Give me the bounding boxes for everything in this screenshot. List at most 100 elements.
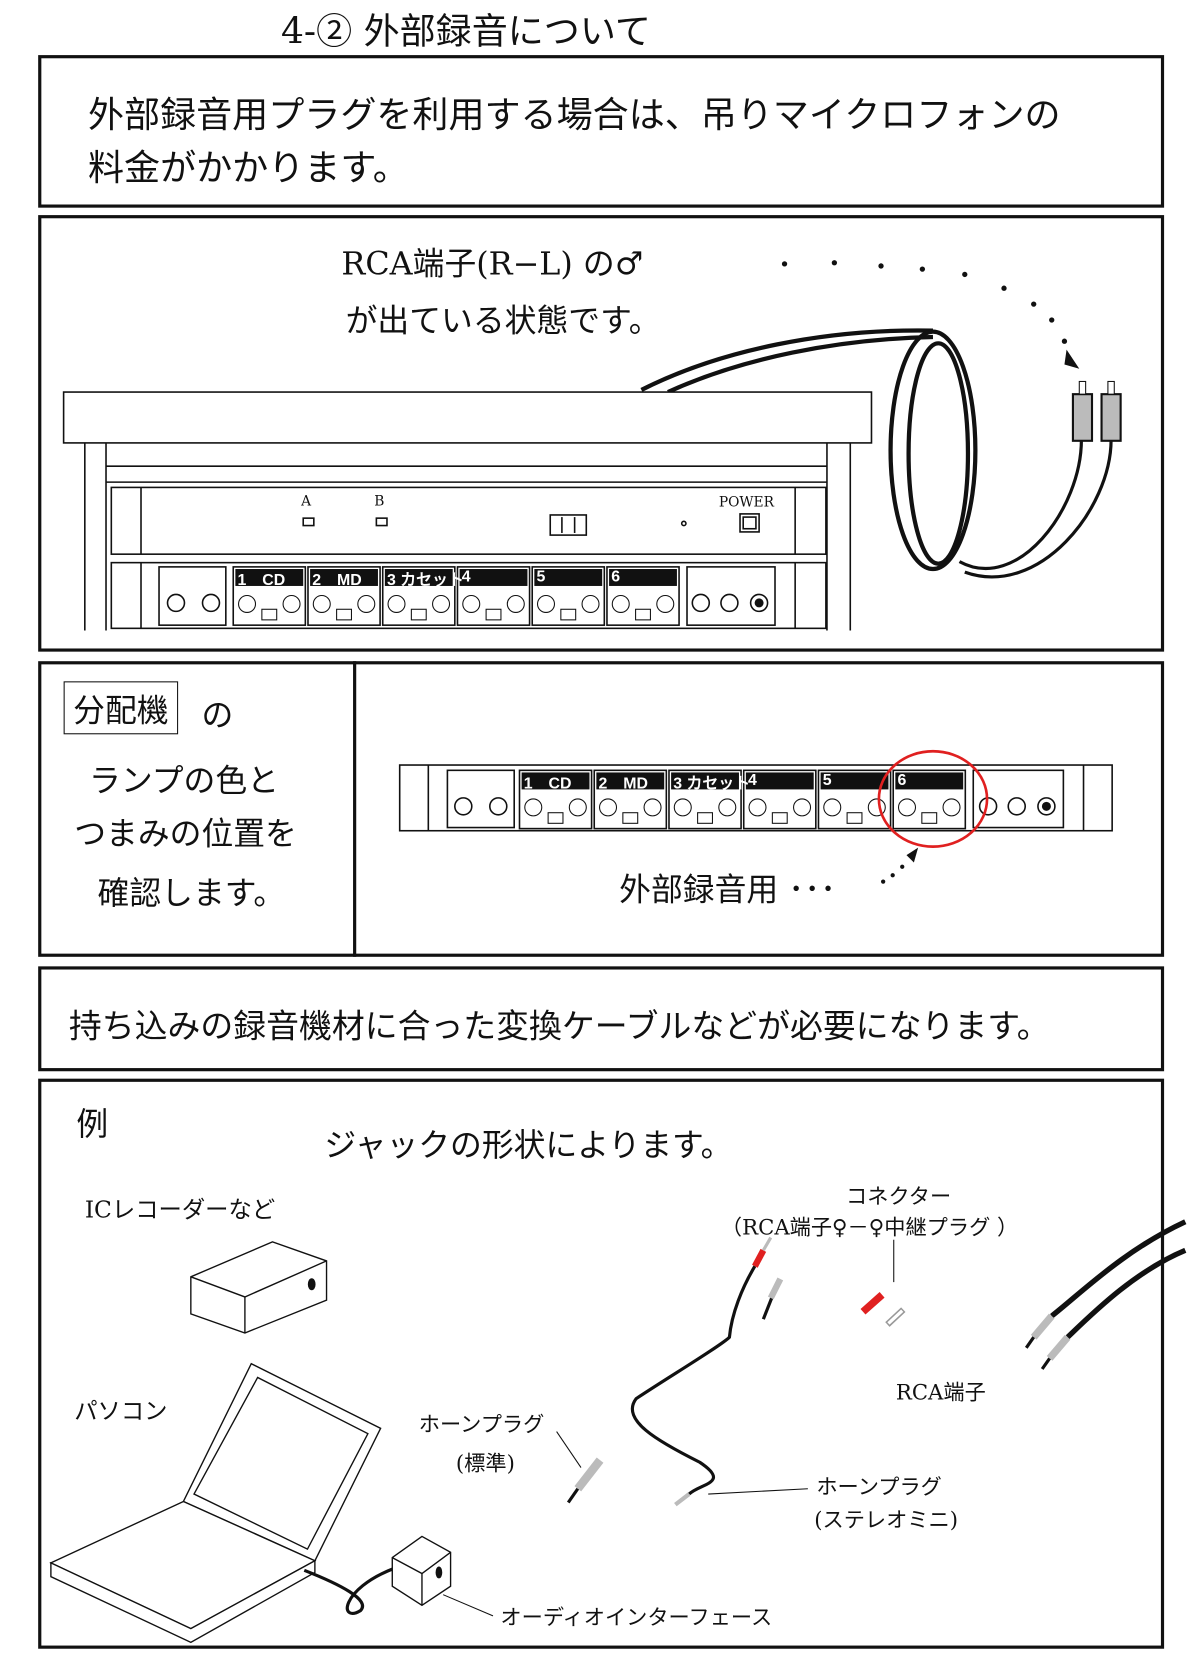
page-title: 4-② 外部録音について [280,10,651,53]
notice-box: 外部録音用プラグを利用する場合は、吊りマイクロフォンの 料金がかかります。 [38,55,1165,208]
example-subtitle: ジャックの形状によります。 [324,1127,733,1165]
phone-plug-standard-illustration [556,1431,604,1504]
channel-jack [611,594,630,613]
channel-knob [261,608,278,621]
rca-panel-box [38,215,1165,652]
channel-label-bar [671,772,739,790]
channel-jack [536,594,556,613]
channel-jack [643,798,662,817]
connector-desc: （RCA端子♀－♀中継プラグ ） [720,1214,1019,1240]
channel-label-bar [459,569,528,586]
channel-jack [823,798,842,817]
laptop-illustration [49,1362,382,1644]
distributor-line-4: 確認します。 [97,875,286,913]
notice-line-2: 料金がかかります。 [87,147,409,190]
pc-label: パソコン [74,1398,168,1426]
ic-recorder-illustration [190,1241,328,1334]
channel-knob [921,812,938,824]
channel-knob [846,812,863,824]
notice-line-1: 外部録音用プラグを利用する場合は、吊りマイクロフォンの [87,94,1061,137]
channel-label-bar [384,569,453,586]
channel-label: 1 CD [237,571,286,590]
channel-label-bar [534,569,603,586]
channel-jack [524,798,543,817]
channel-jack [432,594,451,613]
cable-notice-text: 持ち込みの録音機材に合った変換ケーブルなどが必要になります。 [68,1007,1050,1046]
stereo-mini-cable [630,1236,784,1507]
channel-knob [410,608,427,621]
channel-jack [312,594,331,613]
ic-recorder-label: ICレコーダーなど [84,1197,276,1224]
channel-knob [547,812,564,824]
channel-label-bar [235,569,304,586]
channel-jack [673,798,692,817]
rack-illustration [62,391,873,631]
channel-jack [599,798,618,817]
channel-jack [282,594,301,613]
channel-label-bar [596,772,665,790]
channel-jack [506,594,525,613]
channel-label-bar [820,772,889,790]
indicator-b-label: B [374,493,385,510]
channel-knob [560,608,577,621]
cable-notice-box: 持ち込みの録音機材に合った変換ケーブルなどが必要になります。 [38,966,1165,1072]
example-box [38,1078,1165,1649]
channel-jack [942,798,961,817]
highlight-circle [877,749,989,848]
rca-caption-line-1: RCA端子(R−L) の♂ [341,245,644,283]
external-recording-label: 外部録音用 ･･･ [619,872,837,910]
phone-plug-standard-sub: (標準) [455,1450,515,1477]
channel-jack [357,594,376,613]
channel-label-bar [895,772,964,790]
channel-knob [336,608,352,621]
distributor-line-2: ランプの色と [89,762,279,800]
audio-interface-illustration [391,1535,452,1607]
channel-jack [581,594,600,613]
distributor-channel-modules [518,769,967,830]
phone-plug-mini-label: ホーンプラグ [816,1473,942,1500]
channel-knob [635,608,651,621]
channel-label: 6 [611,567,621,586]
rack-channel-modules [232,566,680,626]
channel-label: 6 [897,771,907,790]
channel-label: 5 [536,567,546,586]
channel-label: 2 MD [312,571,362,590]
channel-label: 4 [747,771,757,790]
leader-line [442,1594,494,1617]
distributor-line-1: の [201,697,234,735]
channel-knob [622,812,639,824]
distributor-keyword: 分配機 [63,681,179,735]
rca-cable-illustration [1024,1219,1187,1370]
channel-label: 4 [461,567,471,586]
interface-cable [303,1566,395,1615]
cable-illustration [640,328,1113,579]
channel-jack [568,798,587,817]
power-label: POWER [718,494,774,511]
channel-jack [748,798,767,817]
channel-label: 3 カセット [673,774,751,793]
channel-jack [897,798,917,817]
channel-jack [238,594,257,613]
dotted-arrow [781,260,1080,369]
connector-illustration [860,1239,906,1327]
divider [353,661,357,957]
channel-jack [387,594,406,613]
channel-jack [793,798,812,817]
channel-label: 2 MD [598,774,648,793]
channel-label: 5 [822,771,832,790]
audio-interface-label: オーディオインターフェース [500,1604,773,1630]
connector-title: コネクター [846,1183,952,1210]
channel-knob [697,812,713,824]
channel-jack [718,798,737,817]
rca-caption-line-2: が出ている状態です。 [345,303,661,341]
rca-plug-icon [1071,380,1122,442]
indicator-a-label: A [301,493,312,510]
distributor-box [38,661,1165,957]
channel-label-bar [521,772,590,790]
channel-label: 1 CD [523,774,572,793]
rca-label: RCA端子 [895,1379,986,1406]
channel-jack [462,594,481,613]
channel-label-bar [310,569,378,586]
channel-label: 3 カセット [386,571,464,590]
